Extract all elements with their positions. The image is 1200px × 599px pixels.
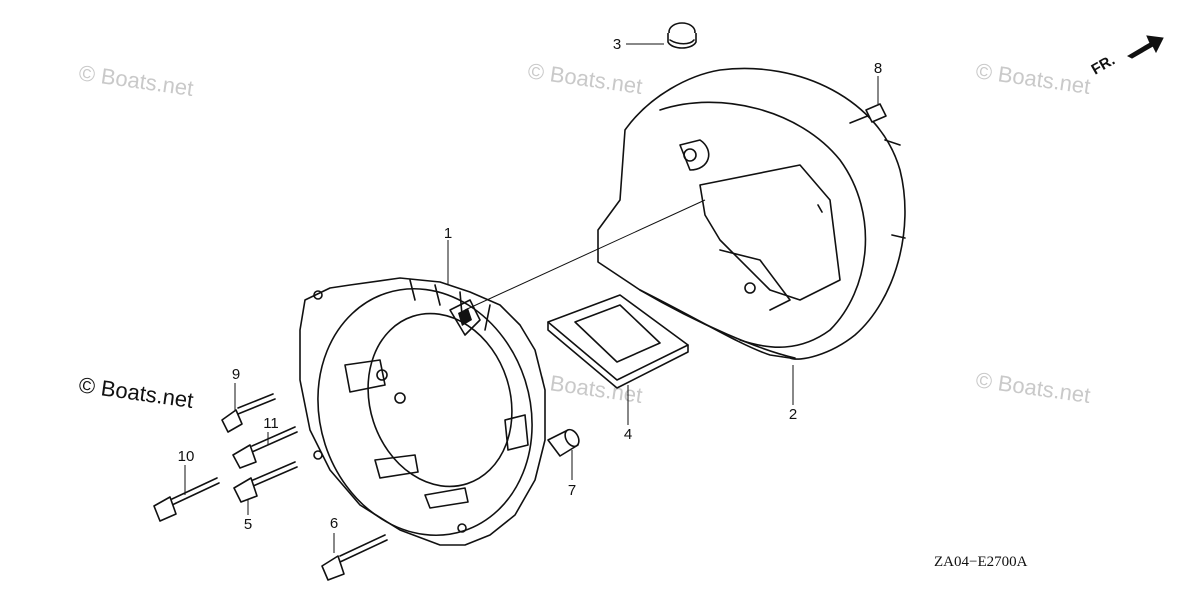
part-11-bolt — [233, 427, 297, 468]
part-7-collar — [548, 427, 582, 456]
callout-10: 10 — [178, 448, 195, 465]
callout-1: 1 — [444, 225, 452, 242]
callout-6: 6 — [330, 515, 338, 532]
arrow-right-icon — [1128, 36, 1163, 58]
part-6-bolt — [322, 535, 387, 580]
watermark: © Boats.net — [974, 367, 1092, 408]
part-5-bolt — [234, 462, 297, 502]
watermark-dark: © Boats.net — [77, 372, 195, 413]
callout-3: 3 — [613, 36, 621, 53]
callout-7: 7 — [568, 482, 576, 499]
callout-11: 11 — [263, 415, 279, 432]
watermark: © Boats.net — [526, 58, 644, 99]
callout-9: 9 — [232, 366, 240, 383]
part-10-bolt — [154, 478, 219, 521]
callout-5: 5 — [244, 516, 252, 533]
watermark: © Boats.net — [974, 58, 1092, 99]
direction-label: FR. — [1089, 52, 1118, 79]
callout-8: 8 — [874, 60, 882, 77]
callout-4: 4 — [624, 426, 632, 443]
part-3-grommet — [668, 23, 696, 48]
callout-2: 2 — [789, 406, 797, 423]
part-1-fan-shroud — [287, 261, 564, 564]
drawing-code: ZA04−E2700A — [934, 554, 1028, 570]
watermark: © Boats.net — [77, 60, 195, 101]
front-direction-indicator: FR. — [1089, 36, 1164, 78]
